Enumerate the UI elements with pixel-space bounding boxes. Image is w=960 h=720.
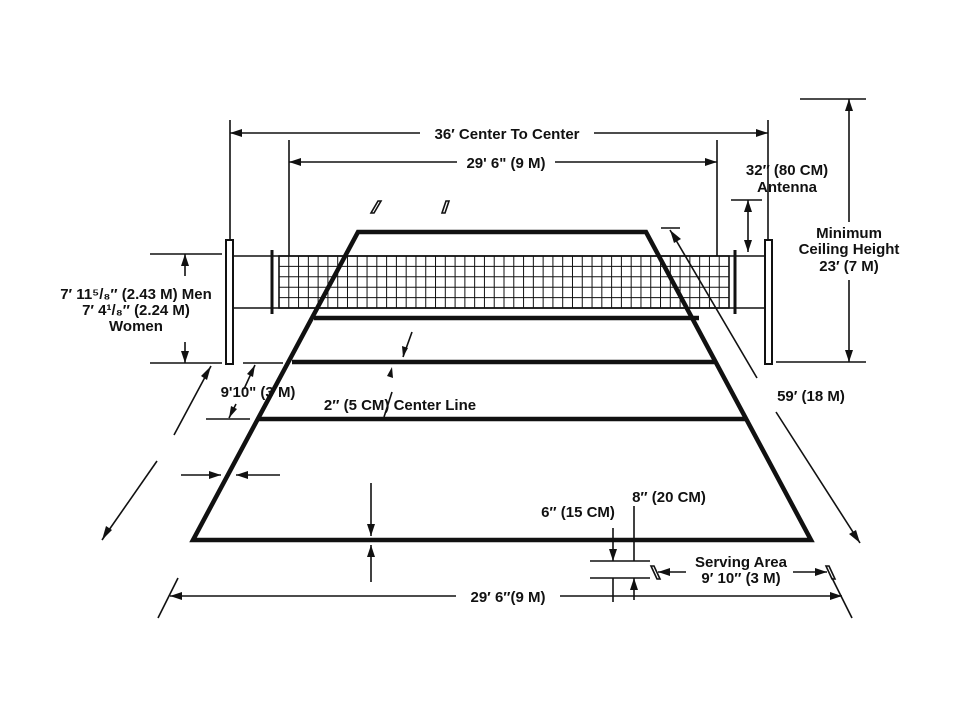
label-ceiling-height: Ceiling Height	[799, 241, 900, 258]
dimension-antenna: 32″ (80 CM) Antenna	[731, 162, 828, 252]
net-mesh	[279, 256, 729, 308]
antenna-marker-right	[440, 200, 451, 214]
court-boundary	[189, 229, 815, 543]
label-antenna: Antenna	[757, 179, 818, 196]
label-serving-area: Serving Area	[695, 554, 788, 571]
dimension-center-line: 2″ (5 CM) Center Line	[324, 331, 476, 418]
dimension-line-width	[181, 471, 280, 479]
net-post-right	[764, 239, 773, 365]
label-serving-size: 9′ 10″ (3 M)	[701, 570, 780, 587]
label-net-height-men: 7′ 11⁵/₈″ (2.43 M) Men	[60, 286, 212, 303]
label-net-height-women: 7′ 4¹/₈″ (2.24 M)	[82, 302, 190, 319]
label-attack-zone: 9'10" (3 M)	[221, 384, 296, 401]
dimension-center-to-center: 36′ Center To Center	[229, 120, 769, 240]
label-women: Women	[109, 318, 163, 335]
dimension-net-width: 29' 6" (9 M)	[288, 140, 718, 256]
label-8-inch: 8″ (20 CM)	[632, 489, 706, 506]
label-ceiling-value: 23′ (7 M)	[819, 258, 878, 275]
serving-marker-left	[649, 565, 662, 580]
dimension-court-length-left	[101, 365, 212, 541]
dimension-court-width: 29′ 6″(9 M)	[157, 577, 853, 619]
antenna-marker-left	[369, 200, 383, 214]
label-antenna-size: 32″ (80 CM)	[746, 162, 828, 179]
serving-marker-right	[824, 565, 837, 580]
dimension-court-length: 59′ (18 M)	[661, 227, 861, 544]
dimension-attack-zone: 9'10" (3 M)	[206, 362, 296, 420]
court	[189, 229, 815, 543]
dimension-ceiling-height: Minimum Ceiling Height 23′ (7 M)	[776, 98, 900, 363]
dimension-serving-area: Serving Area 9′ 10″ (3 M)	[649, 554, 837, 587]
label-court-length: 59′ (18 M)	[777, 388, 845, 405]
dimension-net-height: 7′ 11⁵/₈″ (2.43 M) Men 7′ 4¹/₈″ (2.24 M)…	[60, 253, 222, 364]
label-center-to-center: 36′ Center To Center	[434, 126, 579, 143]
label-court-width: 29′ 6″(9 M)	[471, 589, 546, 606]
net	[225, 239, 773, 365]
label-ceiling-minimum: Minimum	[816, 225, 882, 242]
dimension-baseline-width	[367, 483, 375, 582]
label-net-width: 29' 6" (9 M)	[466, 155, 545, 172]
dimension-serving-lines: 6″ (15 CM) 8″ (20 CM)	[541, 489, 706, 602]
label-6-inch: 6″ (15 CM)	[541, 504, 615, 521]
label-center-line: 2″ (5 CM) Center Line	[324, 397, 476, 414]
net-post-left	[225, 239, 234, 365]
